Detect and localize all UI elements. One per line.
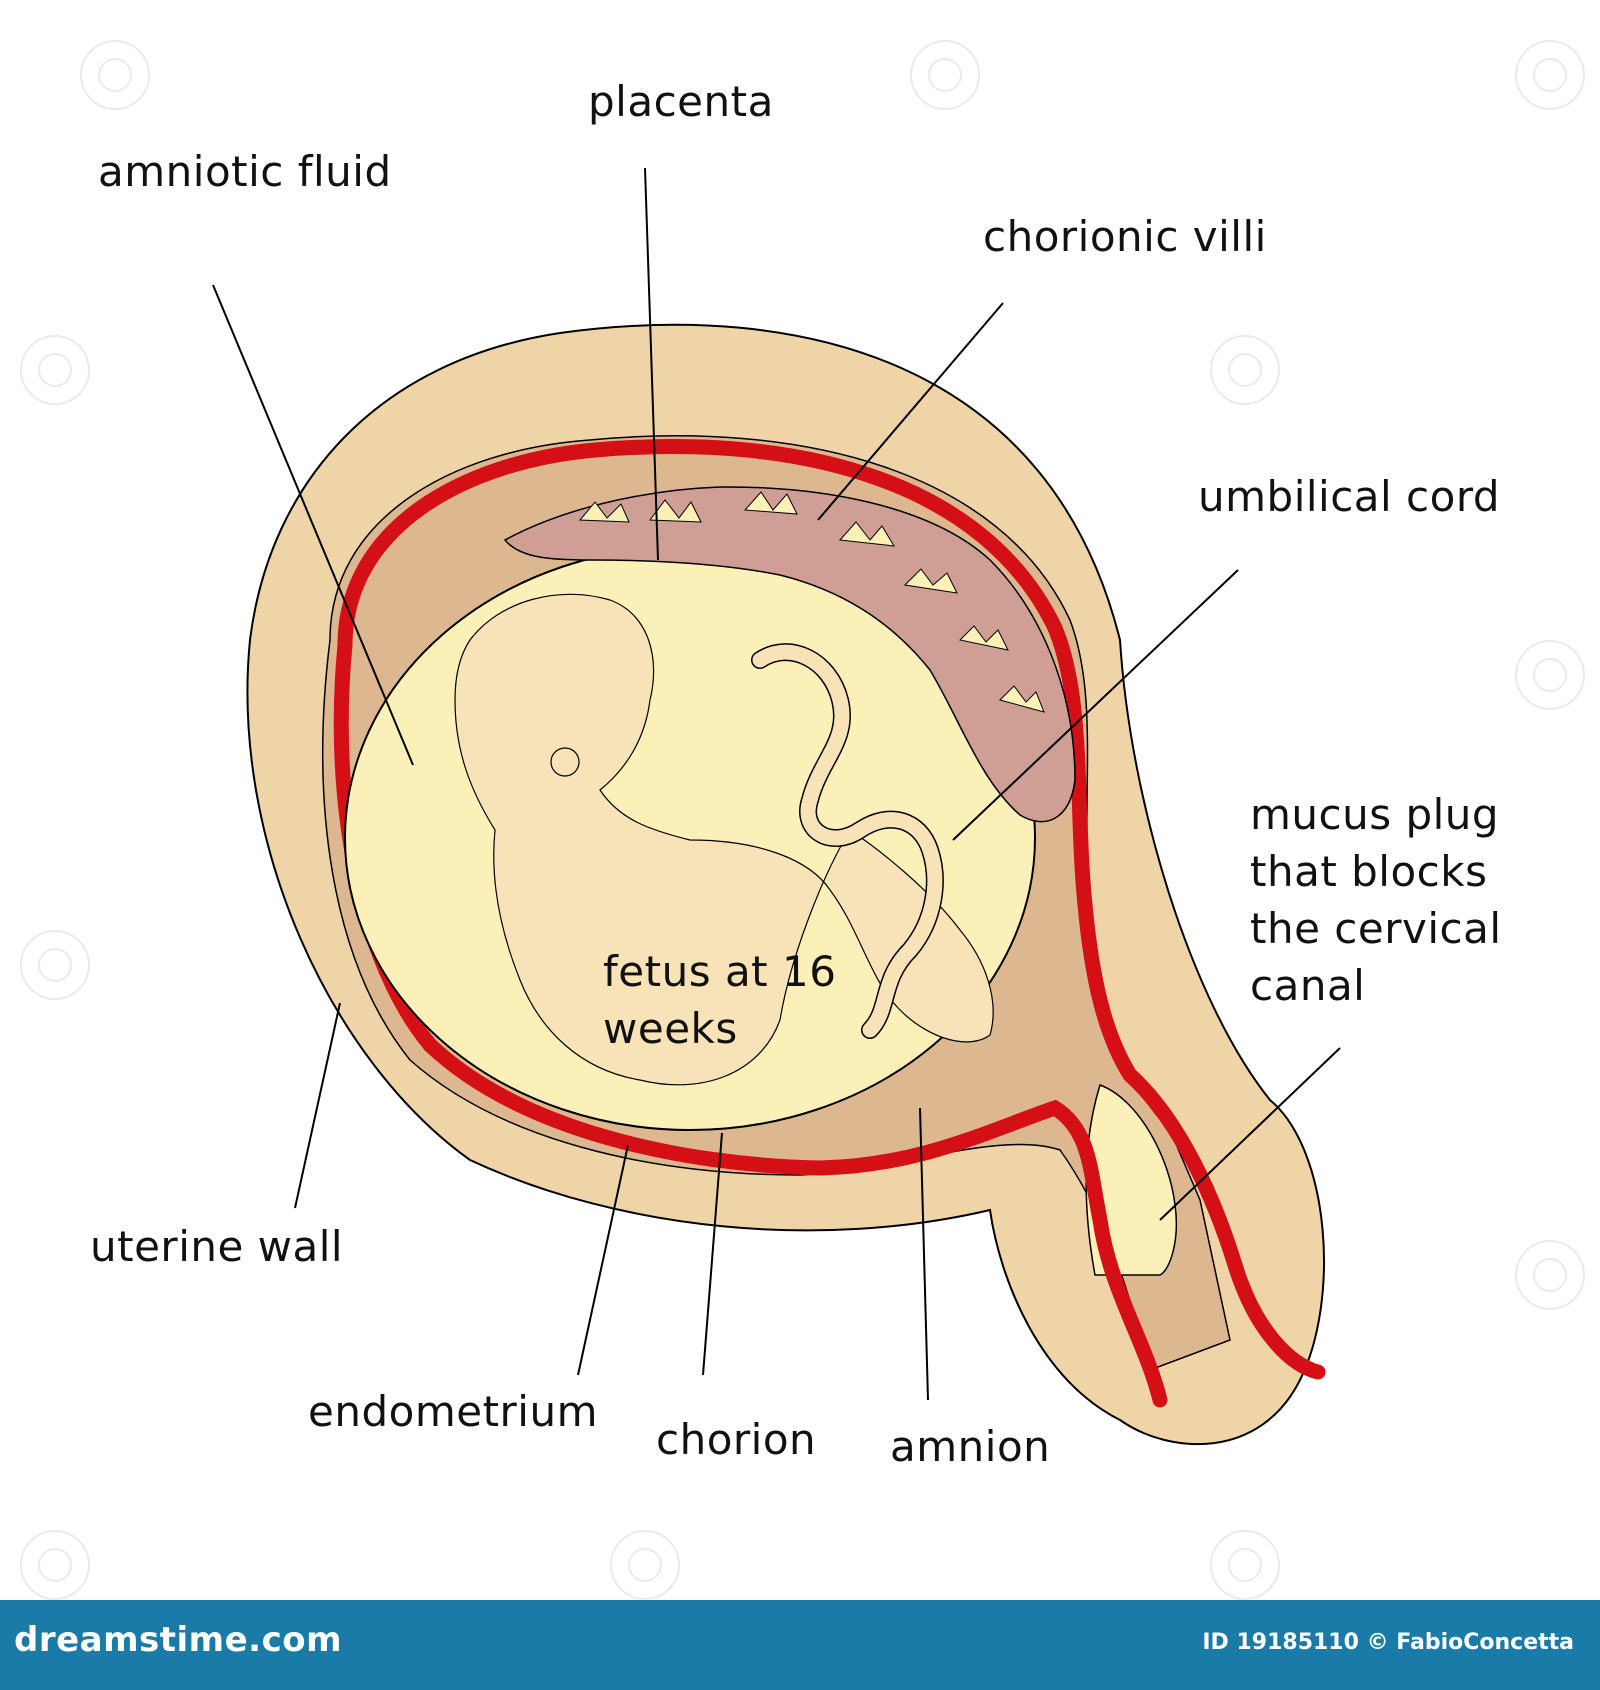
footer-logo: dreamstime.com	[14, 1620, 343, 1660]
fetus-shape	[454, 593, 994, 1086]
label-uterine-wall: uterine wall	[90, 1222, 344, 1271]
uterus-diagram	[212, 167, 1341, 1446]
watermark-logo	[80, 40, 150, 110]
leader-chorionic-villi	[817, 302, 1004, 521]
label-chorion: chorion	[656, 1415, 817, 1464]
label-fetus: fetus at 16 weeks	[603, 947, 837, 1053]
watermark-logo	[610, 1530, 680, 1600]
leader-chorion	[702, 1132, 723, 1376]
label-chorionic-villi: chorionic villi	[983, 212, 1267, 261]
chorionic-villi-marks	[578, 491, 1045, 713]
watermark-logo	[20, 930, 90, 1000]
watermark-logo	[20, 1530, 90, 1600]
leader-uterine-wall	[294, 1002, 341, 1209]
watermark-logo	[910, 40, 980, 110]
watermark-logo	[1515, 1240, 1585, 1310]
leader-endometrium	[577, 1144, 629, 1376]
label-mucus-plug: mucus plug that blocks the cervical cana…	[1250, 790, 1502, 1010]
watermark-logo	[1210, 1530, 1280, 1600]
leader-umbilical-cord	[952, 569, 1239, 841]
watermark-logo	[1515, 40, 1585, 110]
leader-placenta	[644, 167, 659, 561]
stock-footer-bar: dreamstime.com ID 19185110 © FabioConcet…	[0, 1600, 1600, 1690]
diagram-canvas: placenta amniotic fluid chorionic villi …	[20, 40, 1585, 1600]
footer-image-id: ID 19185110 © FabioConcetta	[1202, 1630, 1574, 1655]
fetus-ear	[550, 747, 580, 777]
chorion-line	[337, 438, 1326, 1380]
label-amniotic-fluid: amniotic fluid	[98, 147, 392, 196]
watermark-logo	[20, 335, 90, 405]
placenta-shape	[503, 486, 1076, 823]
leader-amniotic-fluid	[212, 284, 414, 766]
label-endometrium: endometrium	[308, 1387, 599, 1436]
label-umbilical-cord: umbilical cord	[1198, 472, 1501, 521]
watermark-logo	[1515, 640, 1585, 710]
label-placenta: placenta	[588, 77, 774, 126]
label-amnion: amnion	[890, 1422, 1051, 1471]
watermark-logo	[1210, 335, 1280, 405]
leader-mucus-plug	[1159, 1047, 1341, 1221]
leader-amnion	[919, 1107, 929, 1401]
